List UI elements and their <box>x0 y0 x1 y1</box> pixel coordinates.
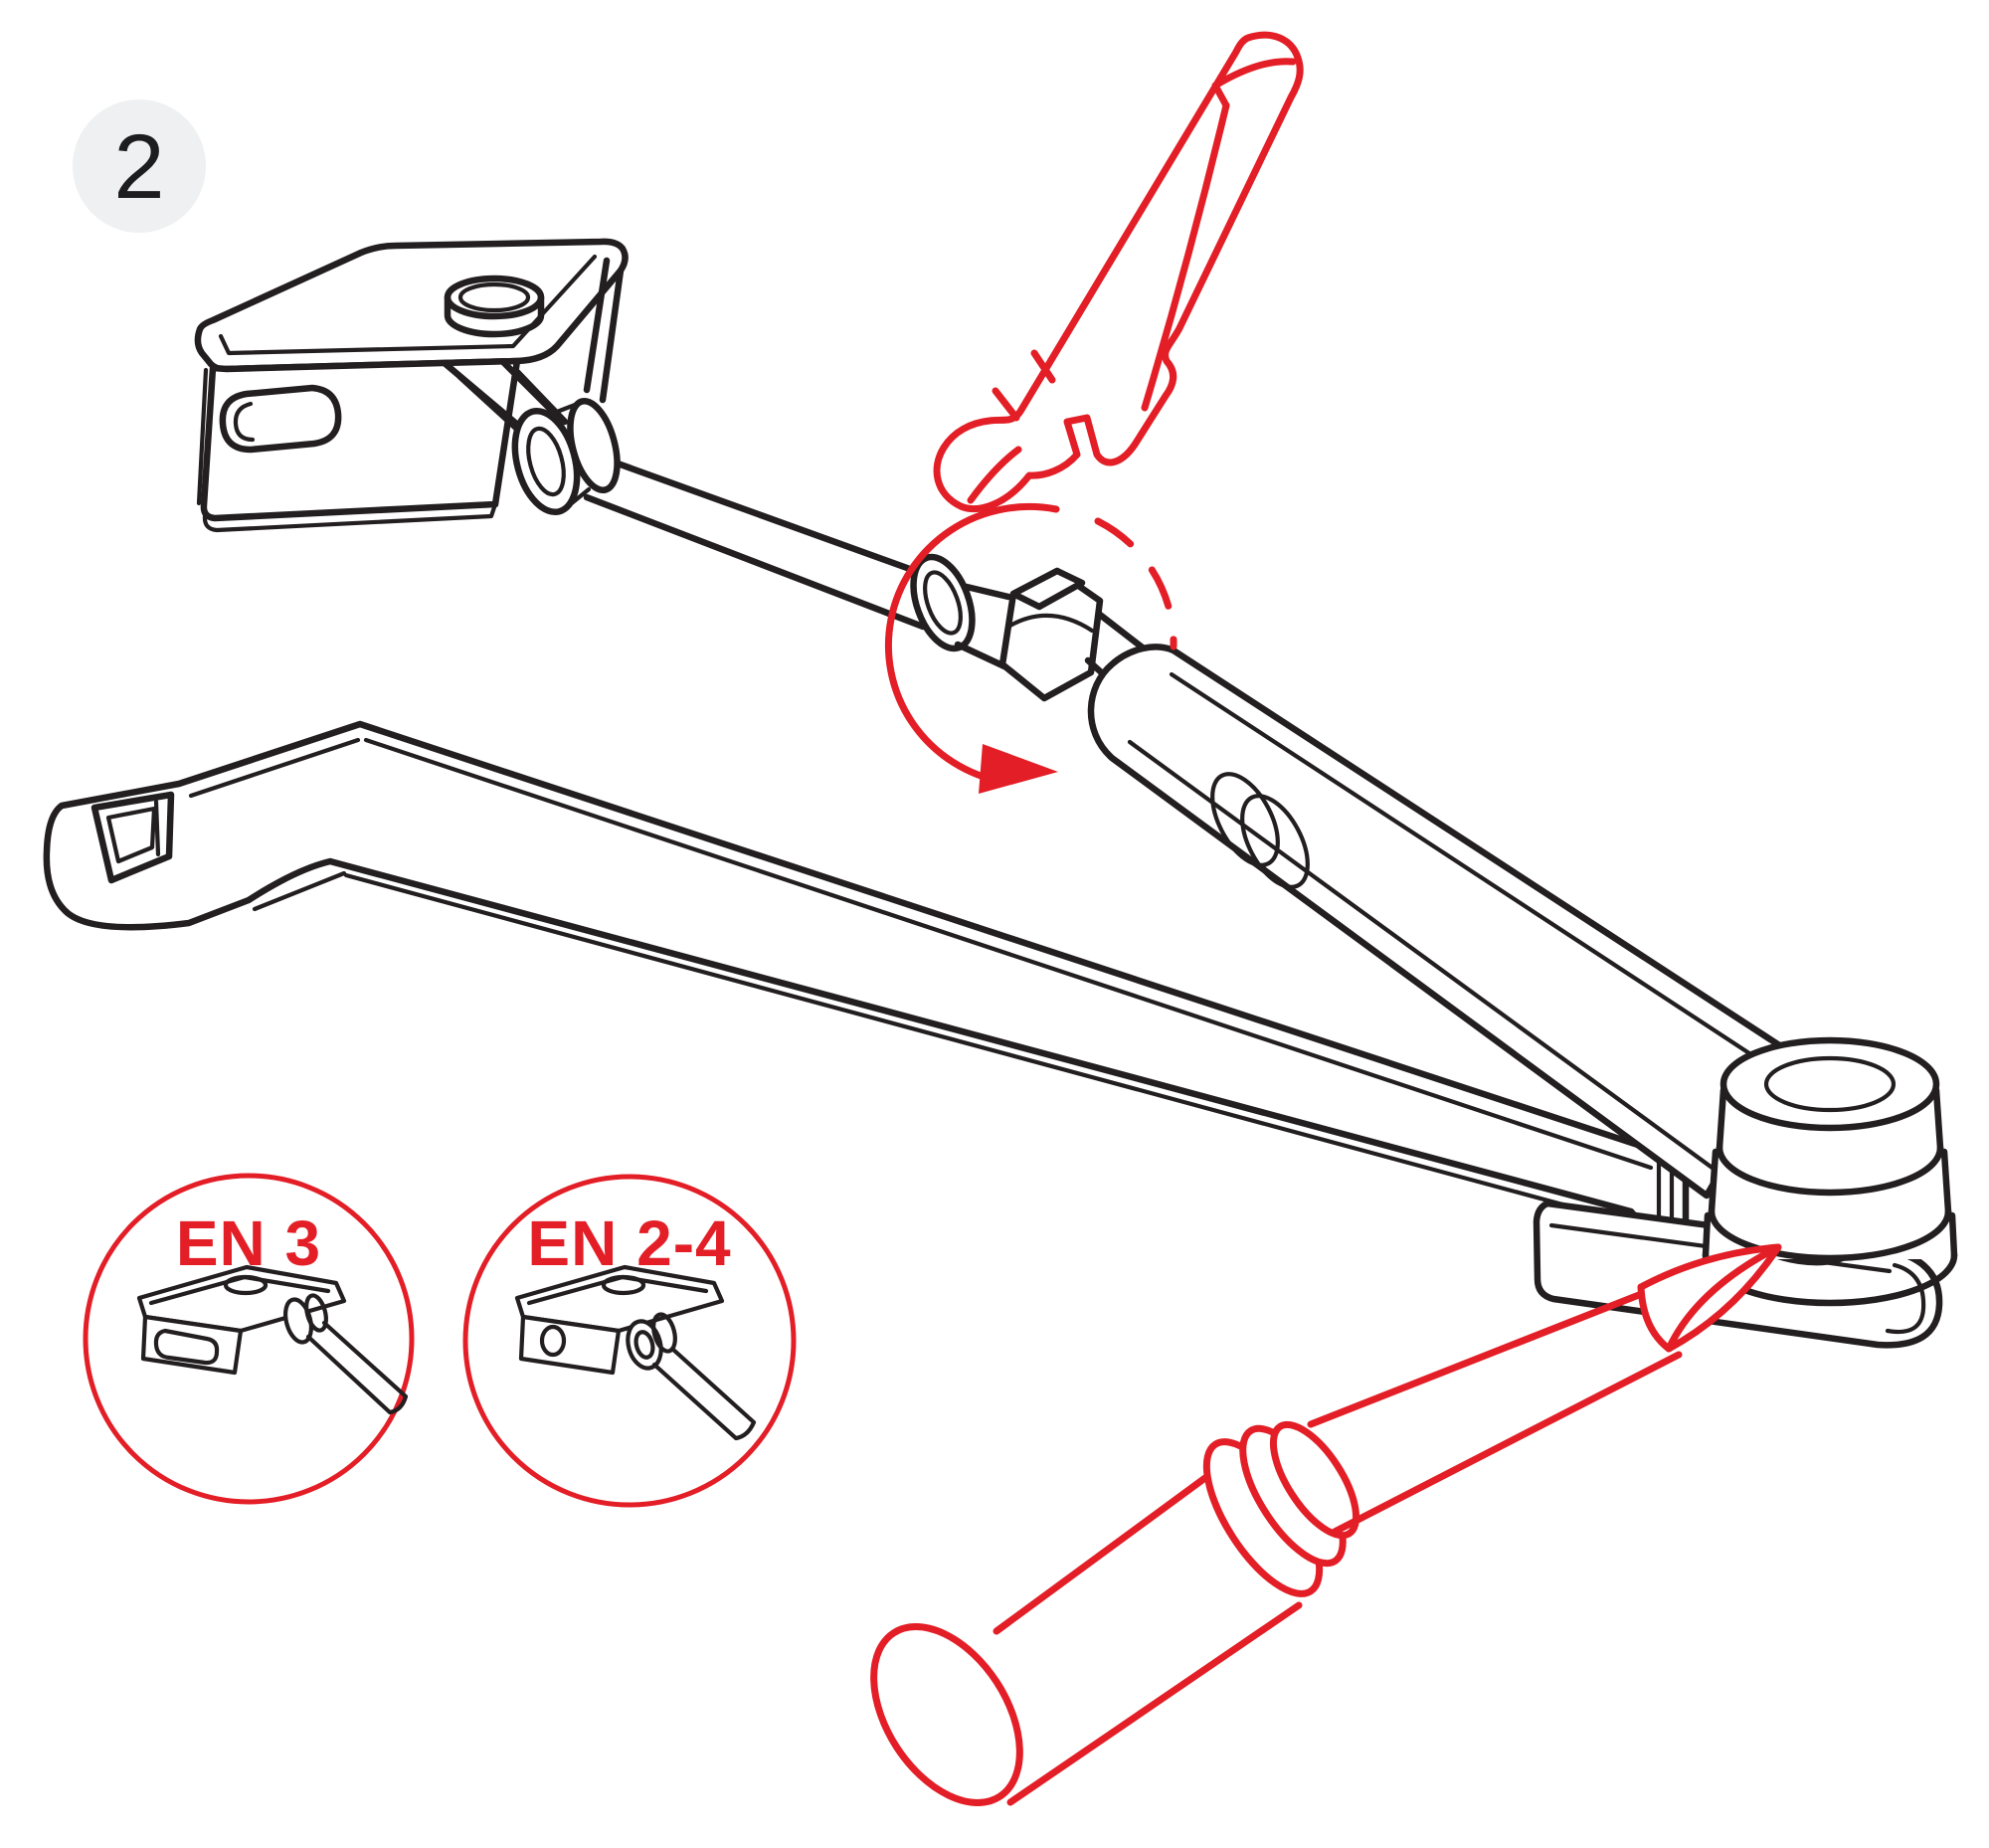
glyph2-boss <box>601 1274 646 1296</box>
shoe-plate-inner-line <box>218 254 598 356</box>
shoe-left-edge <box>196 367 209 506</box>
callout-en3: EN 3 <box>83 1173 415 1505</box>
pinion-wall-2 <box>1708 1148 1952 1215</box>
glyph1-slot <box>153 1328 220 1366</box>
rod-to-nut-top <box>963 583 1012 601</box>
rotation-arrowhead <box>979 744 1058 794</box>
rotation-arc-solid <box>884 502 1060 786</box>
shoe-wishbone <box>583 257 625 404</box>
main-arm-bend-top-line <box>188 737 361 799</box>
glyph2-hole <box>539 1324 567 1358</box>
screwdriver-handle-fill <box>996 1444 1299 1802</box>
screwdriver-butt <box>870 1623 1023 1806</box>
wrench-grip-seam-1 <box>1030 349 1056 384</box>
rod-collar-inner <box>923 570 963 636</box>
glyph2-clevis-rear <box>651 1312 677 1354</box>
main-arm-hook-pin <box>153 799 161 857</box>
shoe-bottom-lip <box>202 501 498 533</box>
glyph1-clevis-rear <box>304 1293 328 1333</box>
screwdriver-handle-bottom <box>1006 1601 1303 1806</box>
shoe-top-plate <box>194 238 629 373</box>
pinion-wall-3 <box>1702 1211 1958 1259</box>
hex-nut-curve <box>1005 613 1095 634</box>
tube-collar-1 <box>1210 772 1280 867</box>
screwdriver-blade-ridge <box>1665 1243 1782 1353</box>
screwdriver-icon <box>870 1243 1782 1806</box>
rod-top-line <box>603 456 947 585</box>
main-arm-top-inner-line <box>363 737 1654 1171</box>
main-arm-outline <box>43 720 1690 1247</box>
screwdriver-shaft <box>1307 1287 1683 1536</box>
step-badge-circle <box>73 99 206 233</box>
glyph2-rod <box>651 1346 757 1441</box>
step-badge-number: 2 <box>113 116 164 218</box>
hex-nut-chamfer <box>1009 567 1086 611</box>
mounting-shoe-bracket <box>194 238 629 533</box>
rod-bottom-line <box>583 493 927 631</box>
pinion-top-inner <box>1763 1055 1897 1113</box>
tube-inner-top <box>1169 671 1781 1075</box>
piston-link-top <box>1096 611 1148 652</box>
callout-en24-circle <box>462 1174 797 1508</box>
tube-collar-2 <box>1240 794 1310 889</box>
tube-body <box>1087 644 1794 1200</box>
rod-to-nut-bottom <box>954 641 1008 670</box>
main-arm-hook-inner <box>105 806 157 864</box>
callout-en3-circle <box>83 1173 415 1505</box>
forearm-rod <box>583 456 1012 670</box>
pinion-arc-2 <box>1708 1207 1952 1262</box>
rotation-arc-dashed <box>1094 517 1177 650</box>
pinion-top <box>1719 1036 1940 1132</box>
pinion-wall-1 <box>1716 1086 1944 1152</box>
main-arm-bottom-inner-line <box>343 872 1628 1224</box>
wrench-grip-seam-2 <box>992 387 1020 422</box>
spring-tube <box>1084 611 1794 1200</box>
wrench-outline <box>933 31 1304 513</box>
main-arm-bend-bottom-line <box>252 870 347 912</box>
glyph1-boss <box>223 1274 269 1296</box>
callout-en3-shoe-glyph <box>136 1264 409 1415</box>
callout-en24-shoe-glyph <box>514 1264 757 1441</box>
step-badge: 2 <box>73 99 206 233</box>
clevis-ring-inner <box>526 426 566 497</box>
shoe-boss-inner <box>457 281 531 313</box>
tube-inner-bottom <box>1127 739 1731 1183</box>
hex-adjustment-nut <box>998 567 1104 702</box>
pinion-arc-1 <box>1716 1144 1944 1197</box>
shoe-boss-side <box>444 293 545 338</box>
wrench-hook-inner <box>967 446 1022 504</box>
wrench-cap-line <box>1211 58 1297 109</box>
shoe-slot-inner <box>233 401 256 443</box>
wrench-icon <box>933 31 1304 513</box>
screwdriver-ferrule-3 <box>1269 1420 1360 1540</box>
wrench-ridge-line <box>1141 101 1230 412</box>
main-arm <box>43 720 1690 1247</box>
glyph2-ring-inner <box>633 1330 655 1360</box>
pinion-mask <box>1707 1082 1953 1259</box>
glyph1-rod <box>305 1320 409 1415</box>
rotation-indicator <box>884 502 1177 794</box>
callout-en24: EN 2-4 <box>462 1174 797 1508</box>
shoe-slot <box>219 384 342 454</box>
